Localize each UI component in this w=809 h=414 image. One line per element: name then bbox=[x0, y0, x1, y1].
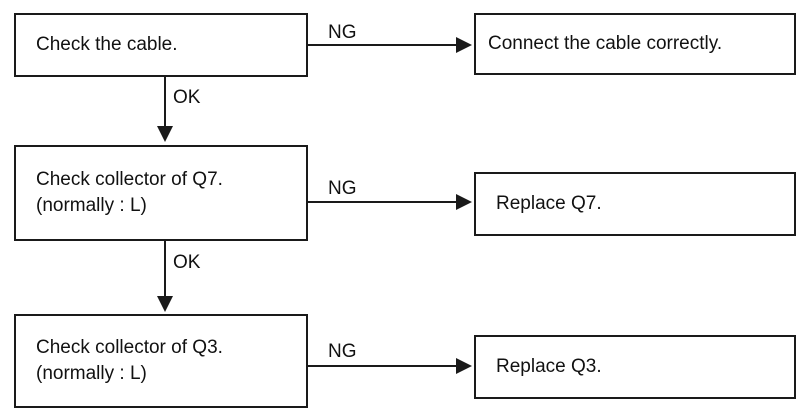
ok-label-2: OK bbox=[173, 252, 201, 273]
ok-arrowhead-2 bbox=[157, 296, 173, 312]
ng-arrowhead-3 bbox=[456, 358, 472, 374]
check-text-1-line-1: Check the cable. bbox=[36, 34, 178, 55]
ng-label-1: NG bbox=[328, 22, 357, 43]
ng-arrowhead-1 bbox=[456, 37, 472, 53]
action-text-3: Replace Q3. bbox=[496, 356, 602, 377]
action-box-3: Replace Q3. bbox=[474, 335, 796, 399]
action-box-2: Replace Q7. bbox=[474, 172, 796, 236]
ok-arrowhead-1 bbox=[157, 126, 173, 142]
ok-label-1: OK bbox=[173, 87, 201, 108]
check-text-3-line-1: Check collector of Q3. bbox=[36, 337, 223, 358]
check-text-3-line-2: (normally : L) bbox=[36, 363, 147, 384]
check-box-3: Check collector of Q3. (normally : L) bbox=[14, 314, 308, 408]
ng-arrowhead-2 bbox=[456, 194, 472, 210]
check-text-2-line-1: Check collector of Q7. bbox=[36, 169, 223, 190]
check-box-2: Check collector of Q7. (normally : L) bbox=[14, 145, 308, 241]
action-text-1: Connect the cable correctly. bbox=[488, 33, 723, 54]
action-text-2: Replace Q7. bbox=[496, 193, 602, 214]
ng-label-3: NG bbox=[328, 341, 357, 362]
ng-label-2: NG bbox=[328, 178, 357, 199]
check-text-2-line-2: (normally : L) bbox=[36, 195, 147, 216]
check-box-1: Check the cable. bbox=[14, 13, 308, 77]
action-box-1: Connect the cable correctly. bbox=[474, 13, 796, 75]
